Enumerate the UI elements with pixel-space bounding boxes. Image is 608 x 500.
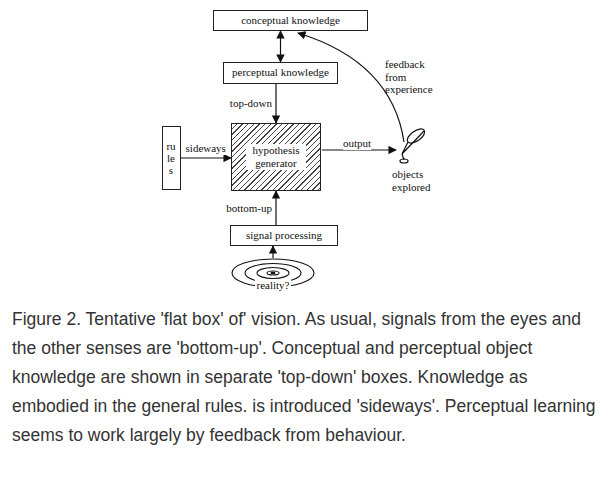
edge-label: sideways (186, 142, 226, 155)
node-text: perceptual knowledge (232, 66, 329, 79)
objects-label: objects explored (392, 168, 450, 193)
process-box: signal processing (230, 225, 338, 246)
figure-caption: Figure 2. Tentative 'flat box' of' visio… (12, 305, 600, 450)
node-text: hypothesis generator (246, 144, 306, 170)
connector-arrow (275, 191, 276, 225)
edge-label: bottom-up (226, 202, 272, 215)
output-label: output (343, 137, 371, 150)
generator-box: hypothesis generator (231, 123, 321, 191)
node-text: reality? (255, 279, 292, 292)
rules-box: rules (162, 126, 181, 190)
node-text: signal processing (246, 229, 322, 242)
diagram-stage: conceptual knowledge perceptual knowledge… (0, 0, 608, 300)
connector-arrow (181, 157, 232, 158)
knowledge-box: conceptual knowledge (213, 10, 368, 31)
knowledge-box: perceptual knowledge (223, 62, 338, 84)
edge-label: top-down (230, 97, 272, 110)
connector-arrow (275, 84, 276, 123)
goblet-icon (400, 126, 427, 163)
node-text: conceptual knowledge (241, 14, 340, 27)
feedback-label: feedback from experience (385, 58, 447, 96)
reality-target: reality? (231, 258, 315, 292)
connector-arrow (272, 246, 273, 258)
connector-arrow (280, 31, 281, 62)
node-text: rules (166, 140, 177, 176)
